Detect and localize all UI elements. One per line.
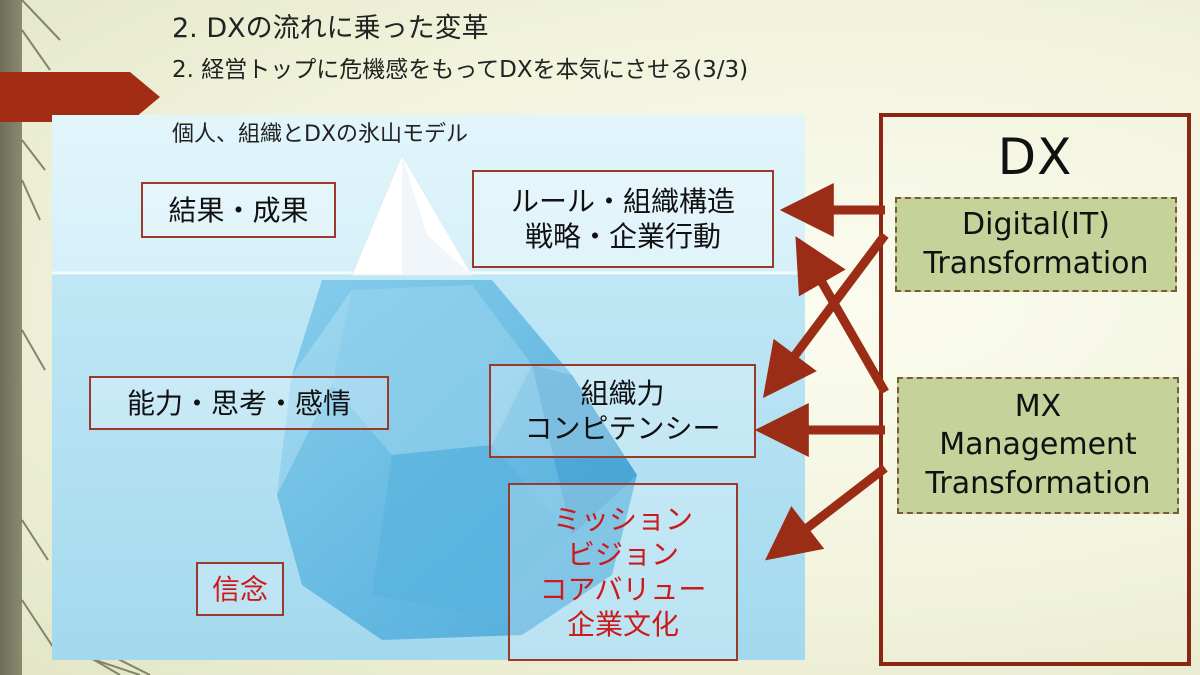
- mx-line-1: MX: [1014, 388, 1062, 424]
- culture-line-1: ミッション: [552, 503, 693, 536]
- competency-box: 組織力 コンピテンシー: [489, 364, 756, 458]
- competency-line-2: コンピテンシー: [524, 412, 721, 445]
- iceberg-illustration: [52, 115, 805, 660]
- digital-transformation-box: Digital(IT) Transformation: [895, 197, 1177, 292]
- title-accent-tab: [0, 72, 160, 122]
- management-transformation-box: MX Management Transformation: [897, 377, 1179, 514]
- results-text: 結果・成果: [168, 193, 309, 227]
- mx-line-2: Management: [939, 427, 1137, 463]
- culture-line-2: ビジョン: [566, 538, 679, 571]
- culture-line-4: 企業文化: [566, 608, 679, 641]
- belief-text: 信念: [211, 572, 268, 606]
- digital-line-2: Transformation: [923, 245, 1149, 281]
- culture-line-3: コアバリュー: [539, 573, 707, 606]
- mx-line-3: Transformation: [925, 465, 1151, 501]
- iceberg-model-label: 個人、組織とDXの氷山モデル: [172, 122, 469, 147]
- rules-line-2: 戦略・企業行動: [524, 220, 721, 253]
- culture-box: ミッション ビジョン コアバリュー 企業文化: [508, 483, 738, 661]
- belief-box: 信念: [196, 562, 284, 616]
- left-decor-band: [0, 0, 22, 675]
- rules-line-1: ルール・組織構造: [510, 185, 735, 218]
- abilities-text: 能力・思考・感情: [126, 386, 351, 420]
- digital-line-1: Digital(IT): [962, 207, 1110, 243]
- rules-strategy-box: ルール・組織構造 戦略・企業行動: [472, 170, 774, 268]
- dx-title: DX: [997, 128, 1073, 186]
- competency-line-1: 組織力: [580, 377, 665, 410]
- abilities-box: 能力・思考・感情: [89, 376, 389, 430]
- results-box: 結果・成果: [141, 182, 336, 238]
- slide-subtitle: 2. 経営トップに危機感をもってDXを本気にさせる(3/3): [172, 57, 749, 83]
- slide-title: 2. DXの流れに乗った変革: [172, 13, 489, 44]
